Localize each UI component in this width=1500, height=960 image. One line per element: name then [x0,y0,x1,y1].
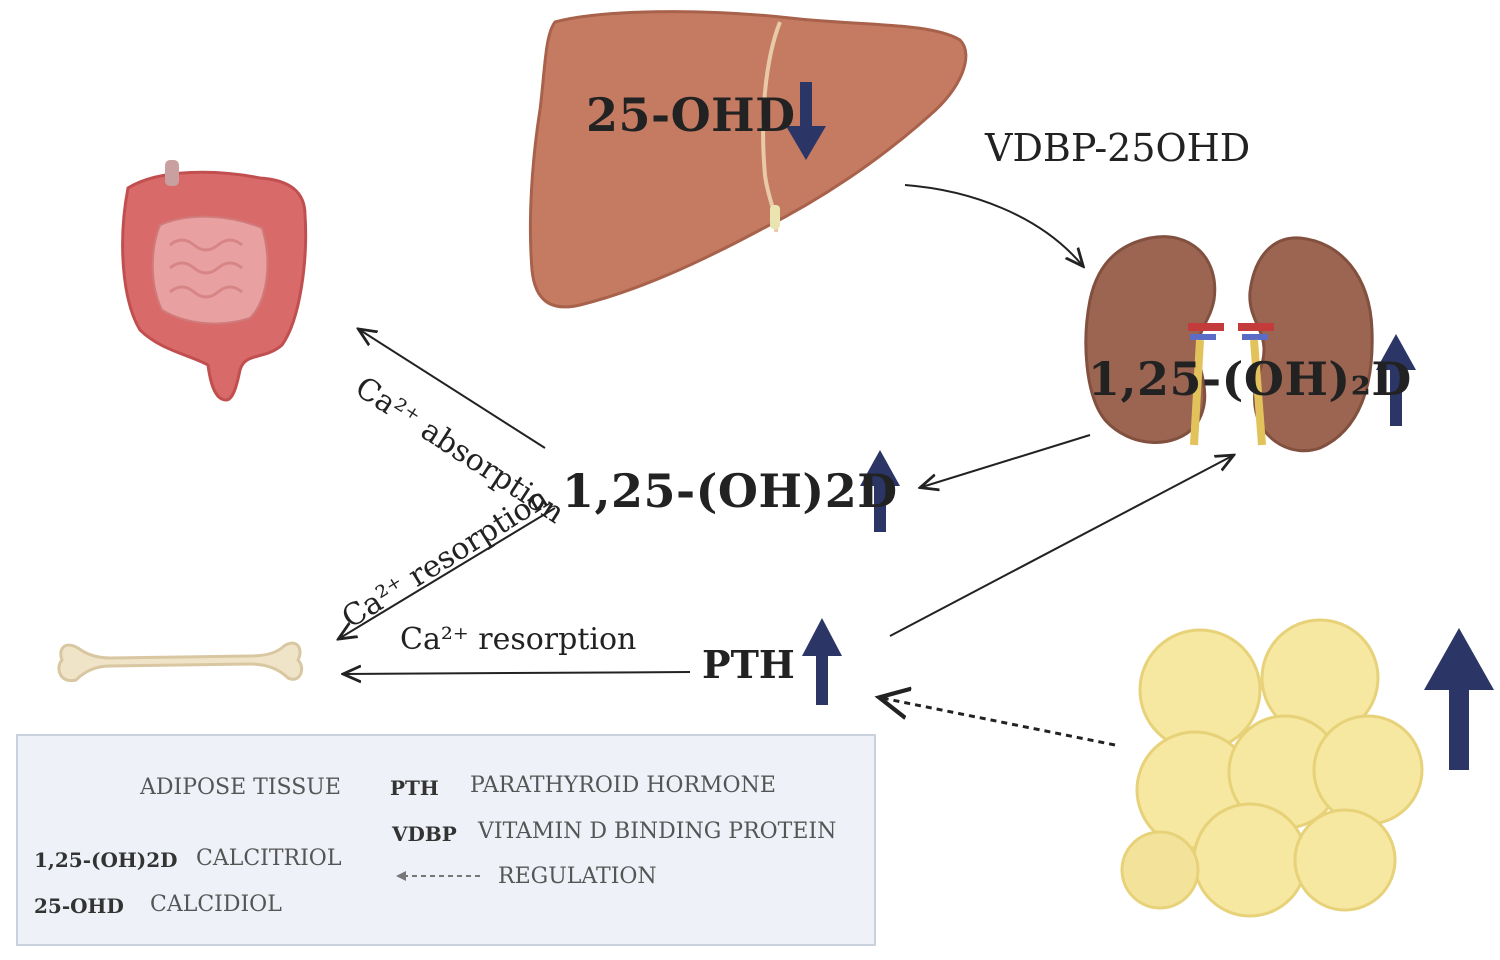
arrow-pth-to-kidney [889,456,1232,637]
level-indicator-arrows [786,82,1494,770]
arrow-down-icon [786,82,826,160]
liver-25ohd-label: 25-OHD [586,88,796,142]
legend-regulation-dashed-arrow [396,871,480,881]
legend-pth-abbr: PTH [390,776,439,800]
legend-regulation-text: REGULATION [498,864,657,889]
legend-vdbp-abbr: VDBP [392,822,457,846]
arrow-kidney-to-calcitriol [922,434,1091,487]
arrow-calcitriol-to-intestine [360,330,546,449]
legend-adipose-text: ADIPOSE TISSUE [140,775,341,800]
arrow-liver-to-kidney [904,184,1082,265]
kidney-calcitriol-label: 1,25-(OH)₂D [1088,352,1412,406]
arrow-up-icon [1376,334,1416,426]
arrow-adipose-regulates-pth [882,698,1116,747]
adipose-tissue-icon [1120,618,1424,918]
legend-pth-text: PARATHYROID HORMONE [470,773,776,798]
calcitriol-label: 1,25-(OH)2D [562,464,898,518]
bone-icon [57,641,304,683]
intestine-icon [121,160,308,402]
legend-calcitriol-abbr: 1,25-(OH)2D [34,848,178,872]
liver-icon [528,10,968,309]
arrow-calcitriol-to-bone [340,507,556,638]
legend-calcitriol-text: CALCITRIOL [196,846,342,871]
vdbp-25ohd-label: VDBP-25OHD [985,126,1251,170]
legend [16,734,876,946]
ca-resorption-lower-label: Ca²⁺ resorption [400,622,637,657]
arrow-up-icon [860,450,900,532]
legend-calcidiol-abbr: 25-OHD [34,894,124,918]
kidney-icon [1084,235,1374,453]
arrow-up-icon [1424,628,1494,770]
pth-label: PTH [702,642,795,687]
arrow-pth-to-bone [345,672,691,674]
legend-vdbp-text: VITAMIN D BINDING PROTEIN [478,819,837,844]
arrow-up-icon [802,618,842,705]
connector-arrows [340,184,1232,747]
legend-calcidiol-text: CALCIDIOL [150,892,282,917]
